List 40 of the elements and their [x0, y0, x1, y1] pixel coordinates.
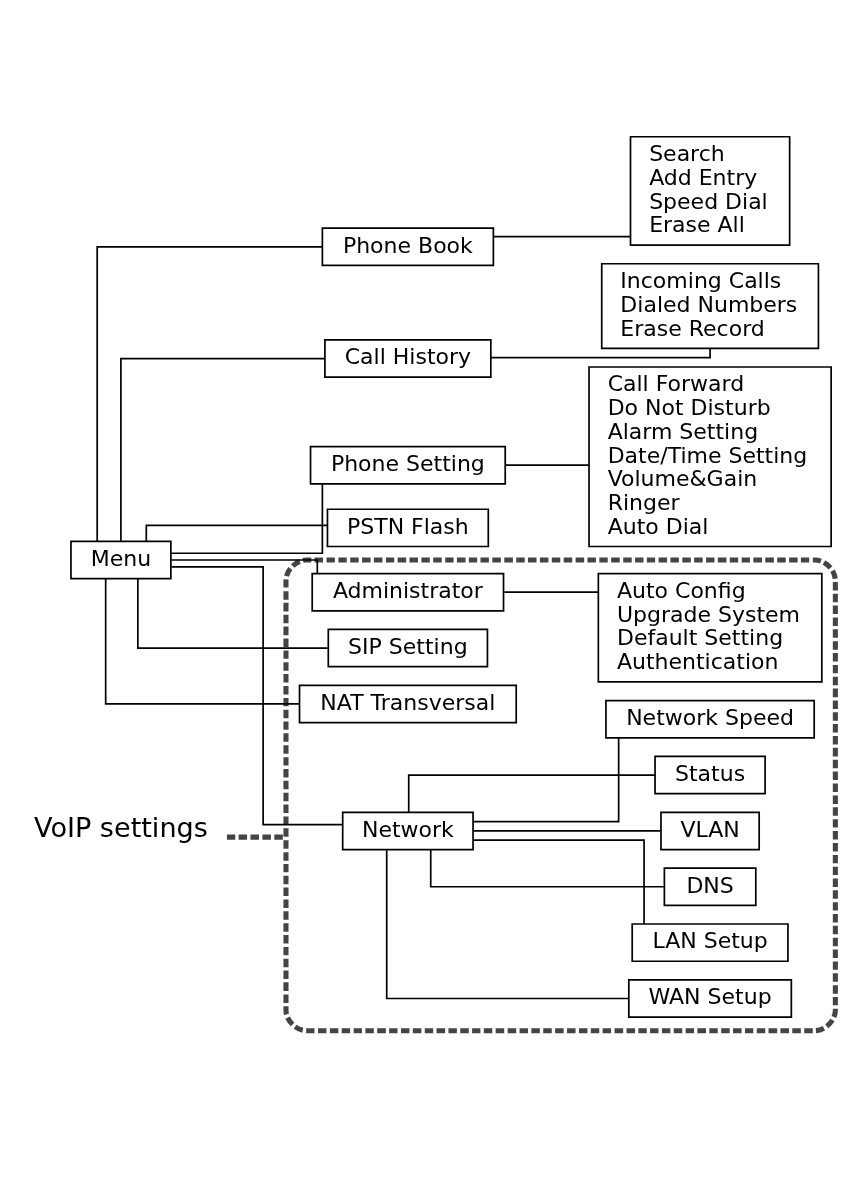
connector [505, 464, 590, 467]
connector [104, 578, 301, 705]
node-box: Administrator [311, 572, 505, 612]
connector [385, 849, 630, 1000]
connector [137, 577, 329, 649]
connector [170, 483, 324, 555]
connector [492, 235, 632, 238]
connector [429, 848, 665, 888]
cluster [283, 557, 838, 1034]
node-box: VLAN [660, 811, 761, 851]
connector [490, 347, 711, 359]
node-box: Incoming Calls Dialed Numbers Erase Record [600, 262, 820, 350]
connector [472, 839, 645, 925]
node-box: Network Speed [605, 699, 816, 739]
node-box: Network [341, 811, 474, 851]
node-box: Auto Config Upgrade System Default Setting Authentication [597, 572, 823, 683]
node-box: Call Forward Do Not Disturb Alarm Setting Date/Time Setting Volume&Gain Ringer Auto Dial [588, 366, 832, 548]
connector [170, 565, 344, 826]
connector [170, 559, 319, 574]
node-text: VoIP settings [33, 812, 208, 844]
connector [407, 774, 656, 813]
node-box: Phone Book [321, 227, 495, 267]
connector [503, 591, 600, 594]
connector [472, 737, 620, 823]
node-box: LAN Setup [631, 923, 789, 963]
connector [120, 357, 326, 542]
connector [96, 245, 323, 543]
node-box: Menu [70, 540, 172, 580]
node-box: DNS [663, 867, 757, 907]
node-box: NAT Transversal [298, 684, 518, 724]
node-box: Call History [324, 339, 492, 379]
connector [472, 830, 662, 832]
connector [145, 524, 329, 542]
node-box: PSTN Flash [326, 508, 490, 548]
connector [226, 834, 286, 840]
node-box: WAN Setup [627, 979, 793, 1018]
node-box: Status [654, 755, 766, 795]
node-box: Search Add Entry Speed Dial Erase All [629, 135, 791, 246]
node-box: Phone Setting [309, 445, 507, 485]
node-box: SIP Setting [327, 628, 489, 668]
